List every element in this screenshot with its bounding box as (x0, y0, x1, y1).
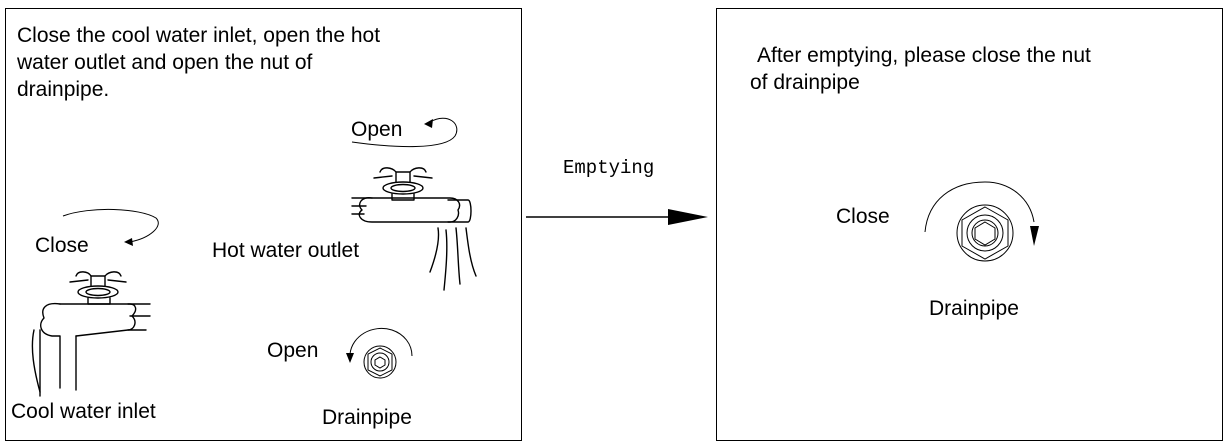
left-instruction-line-1: Close the cool water inlet, open the hot (17, 24, 381, 47)
emptying-arrow (526, 209, 708, 225)
left-instruction-line-3: drainpipe. (17, 78, 110, 101)
right-instruction-line-2: of drainpipe (750, 71, 860, 94)
right-instruction-line-1: After emptying, please close the nut (757, 44, 1091, 67)
hot-open-rotation-arrow (351, 117, 458, 148)
left-instruction-line-2: water outlet and open the nut of (17, 51, 313, 74)
emptying-label: Emptying (563, 157, 655, 179)
left-instruction: Close the cool water inlet, open the hot… (17, 22, 507, 103)
left-panel (5, 8, 522, 441)
right-drainpipe-label: Drainpipe (929, 297, 1019, 320)
cool-water-faucet-icon (31, 271, 151, 397)
right-drainpipe-nut-icon (956, 204, 1014, 262)
drain-open-label: Open (267, 339, 319, 362)
cool-close-label: Close (35, 234, 89, 257)
hot-water-outlet-label: Hot water outlet (212, 239, 360, 262)
left-drainpipe-nut-icon (363, 345, 397, 379)
hot-water-faucet-icon (351, 167, 477, 291)
right-close-label: Close (836, 205, 890, 228)
left-drainpipe-label: Drainpipe (322, 406, 412, 429)
right-close-arrow (924, 181, 1039, 246)
cool-water-inlet-label: Cool water inlet (11, 400, 156, 423)
hot-open-label: Open (351, 118, 403, 141)
cool-close-rotation-arrow (62, 209, 159, 246)
left-drain-open-arrow (346, 328, 413, 363)
right-instruction: After emptying, please close the nut of … (750, 42, 1207, 96)
